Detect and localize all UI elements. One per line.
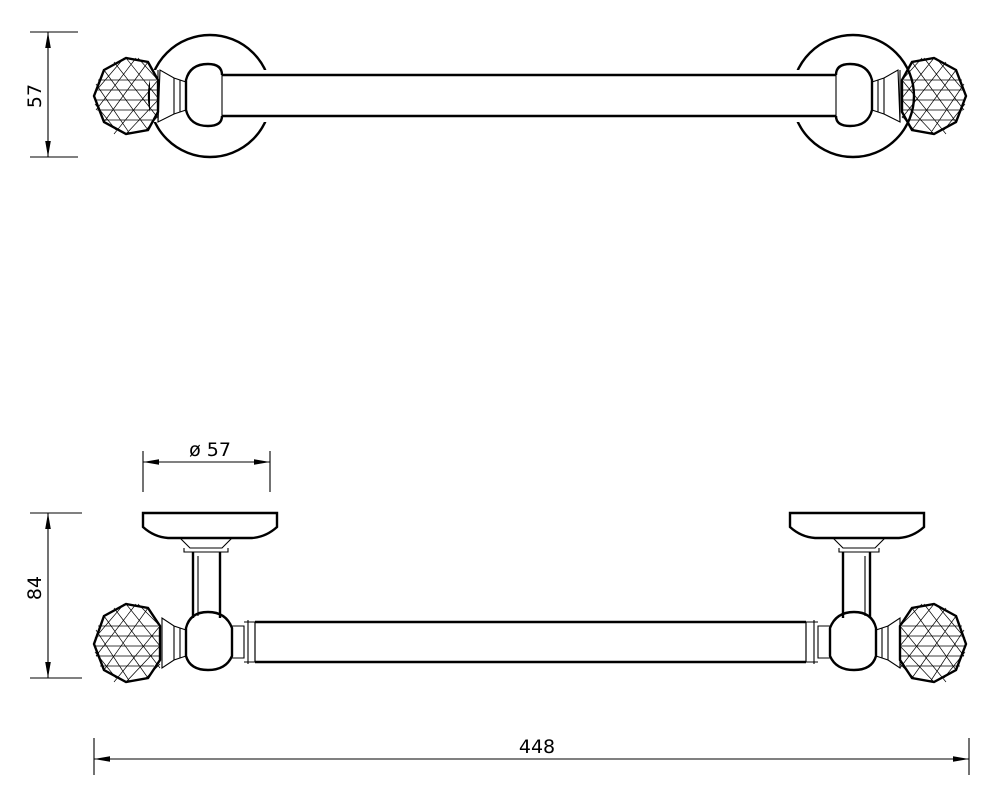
dim-overall-length: 448 <box>93 736 970 775</box>
right-post <box>841 552 872 618</box>
top-bar <box>221 73 837 118</box>
front-left-hub <box>161 610 256 672</box>
front-bar <box>254 620 807 664</box>
dim-top-height: 57 <box>24 31 78 158</box>
dim-side-height: 84 <box>24 512 82 679</box>
dim-side-height-label: 84 <box>24 576 46 600</box>
front-view: ø 57 84 448 <box>24 439 970 775</box>
dim-flange-diameter: ø 57 <box>142 439 271 492</box>
top-view: 57 <box>24 31 968 159</box>
right-flange-plate <box>788 511 926 553</box>
dim-flange-diameter-label: ø 57 <box>189 439 231 461</box>
front-right-hub <box>805 610 901 672</box>
dim-overall-length-label: 448 <box>519 736 555 758</box>
dim-top-height-label: 57 <box>24 84 46 108</box>
top-left-crystal-knob <box>92 56 160 136</box>
top-right-hub <box>834 62 901 128</box>
top-right-crystal-knob <box>900 56 968 136</box>
left-post <box>191 552 222 618</box>
front-right-crystal-knob <box>898 602 968 684</box>
left-flange-plate <box>141 511 279 553</box>
front-left-crystal-knob <box>92 602 162 684</box>
